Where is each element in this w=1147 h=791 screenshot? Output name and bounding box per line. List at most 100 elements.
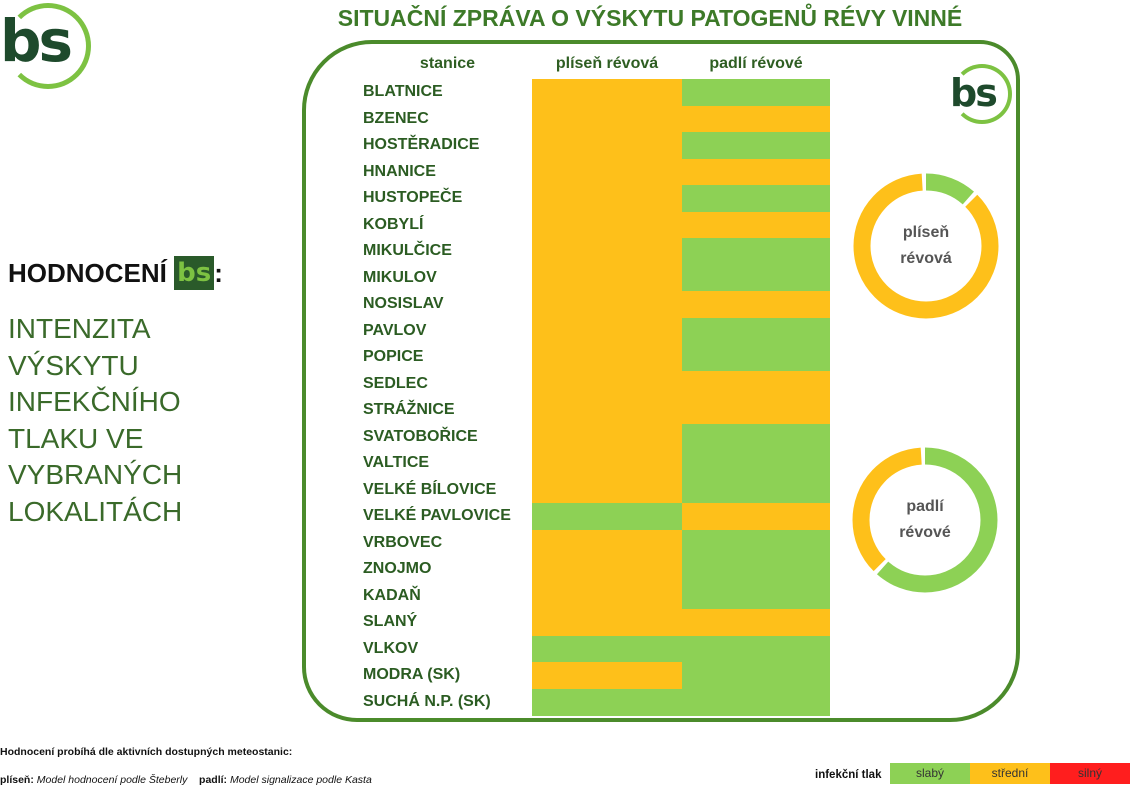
powdery-cell <box>682 291 830 319</box>
legend-strong: silný <box>1050 763 1130 784</box>
mildew-cell <box>532 688 682 716</box>
donut-label-mildew-line1: plíseň <box>902 224 950 241</box>
legend-medium: střední <box>970 763 1050 784</box>
mildew-cell <box>532 529 682 557</box>
mildew-cell <box>532 370 682 398</box>
powdery-cell <box>682 503 830 531</box>
powdery-cell <box>682 397 830 425</box>
powdery-cell <box>682 450 830 478</box>
powdery-cell <box>682 79 830 107</box>
legend-title: infekční tlak <box>815 769 882 781</box>
powdery-cell <box>682 264 830 292</box>
station-label: KOBYLÍ <box>363 215 424 233</box>
footer-powdery-label: padlí: <box>199 774 228 786</box>
powdery-cell <box>682 344 830 372</box>
powdery-cell <box>682 211 830 239</box>
evaluation-heading: HODNOCENÍ bs: <box>8 256 223 291</box>
mildew-cell <box>532 344 682 372</box>
intensity-description: INTENZITA VÝSKYTU INFEKČNÍHO TLAKU VE VY… <box>8 313 183 527</box>
donut-chart-powdery <box>852 447 998 593</box>
station-label: HNANICE <box>363 162 436 180</box>
donut-label-mildew-line2: révová <box>900 250 952 267</box>
station-label: SUCHÁ N.P. (SK) <box>363 692 491 710</box>
mildew-cell <box>532 264 682 292</box>
donut-label-mildew: plíseň révová <box>852 220 1000 272</box>
evaluation-label: HODNOCENÍ <box>8 258 167 288</box>
powdery-cell <box>682 476 830 504</box>
powdery-cell <box>682 423 830 451</box>
powdery-cell <box>682 662 830 690</box>
evaluation-colon: : <box>214 258 223 288</box>
footer-mildew-label: plíseň: <box>0 774 34 786</box>
powdery-cell <box>682 370 830 398</box>
station-label: STRÁŽNICE <box>363 401 455 418</box>
powdery-cell <box>682 238 830 266</box>
mildew-cell <box>532 476 682 504</box>
station-label: VELKÉ PAVLOVICE <box>363 507 511 524</box>
mildew-cell <box>532 291 682 319</box>
station-label: SEDLEC <box>363 374 428 392</box>
station-label: SVATOBOŘICE <box>363 427 478 445</box>
station-label: ZNOJMO <box>363 560 432 577</box>
powdery-cell <box>682 158 830 186</box>
report-panel <box>302 40 1020 722</box>
column-header-mildew: plíseň révová <box>555 55 659 72</box>
logo-small-text: bs <box>950 71 998 115</box>
station-label: KADAŇ <box>363 586 421 604</box>
station-label: HOSTĚRADICE <box>363 136 480 153</box>
donut-slice-medium <box>853 173 999 319</box>
logo-text: bs <box>0 7 73 75</box>
station-label: POPICE <box>363 348 424 365</box>
evaluation-logo-badge: bs <box>174 256 215 291</box>
mildew-cell <box>532 450 682 478</box>
station-label: VRBOVEC <box>363 533 443 551</box>
mildew-cell <box>532 185 682 213</box>
station-label: PAVLOV <box>363 321 427 339</box>
donut-label-powdery-line2: révové <box>899 524 951 541</box>
donut-slice-medium <box>852 447 998 593</box>
logo-ring <box>5 3 91 89</box>
powdery-cell <box>682 556 830 584</box>
mildew-cell <box>532 211 682 239</box>
station-label: HUSTOPEČE <box>363 189 463 206</box>
mildew-cell <box>532 635 682 663</box>
powdery-cell <box>682 132 830 160</box>
footer-powdery-model: Model signalizace podle Kasta <box>229 774 372 786</box>
powdery-cell <box>682 105 830 133</box>
donut-chart-mildew <box>853 173 999 319</box>
mildew-cell <box>532 556 682 584</box>
mildew-cell <box>532 79 682 107</box>
brand-logo-small: bs <box>948 62 1018 128</box>
station-label: VLKOV <box>363 639 419 657</box>
mildew-cell <box>532 238 682 266</box>
mildew-cell <box>532 132 682 160</box>
station-label: VALTICE <box>363 454 430 471</box>
mildew-cell <box>532 423 682 451</box>
station-label: MIKULČICE <box>363 242 452 259</box>
mildew-cell <box>532 662 682 690</box>
station-label: NOSISLAV <box>363 295 444 312</box>
mildew-cell <box>532 105 682 133</box>
column-header-station: stanice <box>419 55 476 72</box>
mildew-cell <box>532 397 682 425</box>
powdery-cell <box>682 688 830 716</box>
powdery-cell <box>682 185 830 213</box>
powdery-cell <box>682 582 830 610</box>
mildew-cell <box>532 503 682 531</box>
donut-label-powdery-line1: padlí <box>906 498 944 515</box>
station-label: MODRA (SK) <box>363 666 461 683</box>
station-label: VELKÉ BÍLOVICE <box>363 480 497 498</box>
footer-models: plíseň: Model hodnocení podle Šteberly p… <box>0 774 372 786</box>
donut-label-powdery: padlí révové <box>851 494 999 546</box>
powdery-cell <box>682 609 830 637</box>
legend-weak: slabý <box>890 763 970 784</box>
station-label: SLANÝ <box>363 613 418 630</box>
brand-logo: bs <box>0 0 100 96</box>
donut-slice-weak <box>853 173 999 319</box>
mildew-cell <box>532 158 682 186</box>
page-title: SITUAČNÍ ZPRÁVA O VÝSKYTU PATOGENŮ RÉVY … <box>337 5 963 31</box>
mildew-cell <box>532 609 682 637</box>
footer-mildew-model: Model hodnocení podle Šteberly <box>36 774 188 786</box>
station-label: BZENEC <box>363 109 429 127</box>
mildew-cell <box>532 582 682 610</box>
